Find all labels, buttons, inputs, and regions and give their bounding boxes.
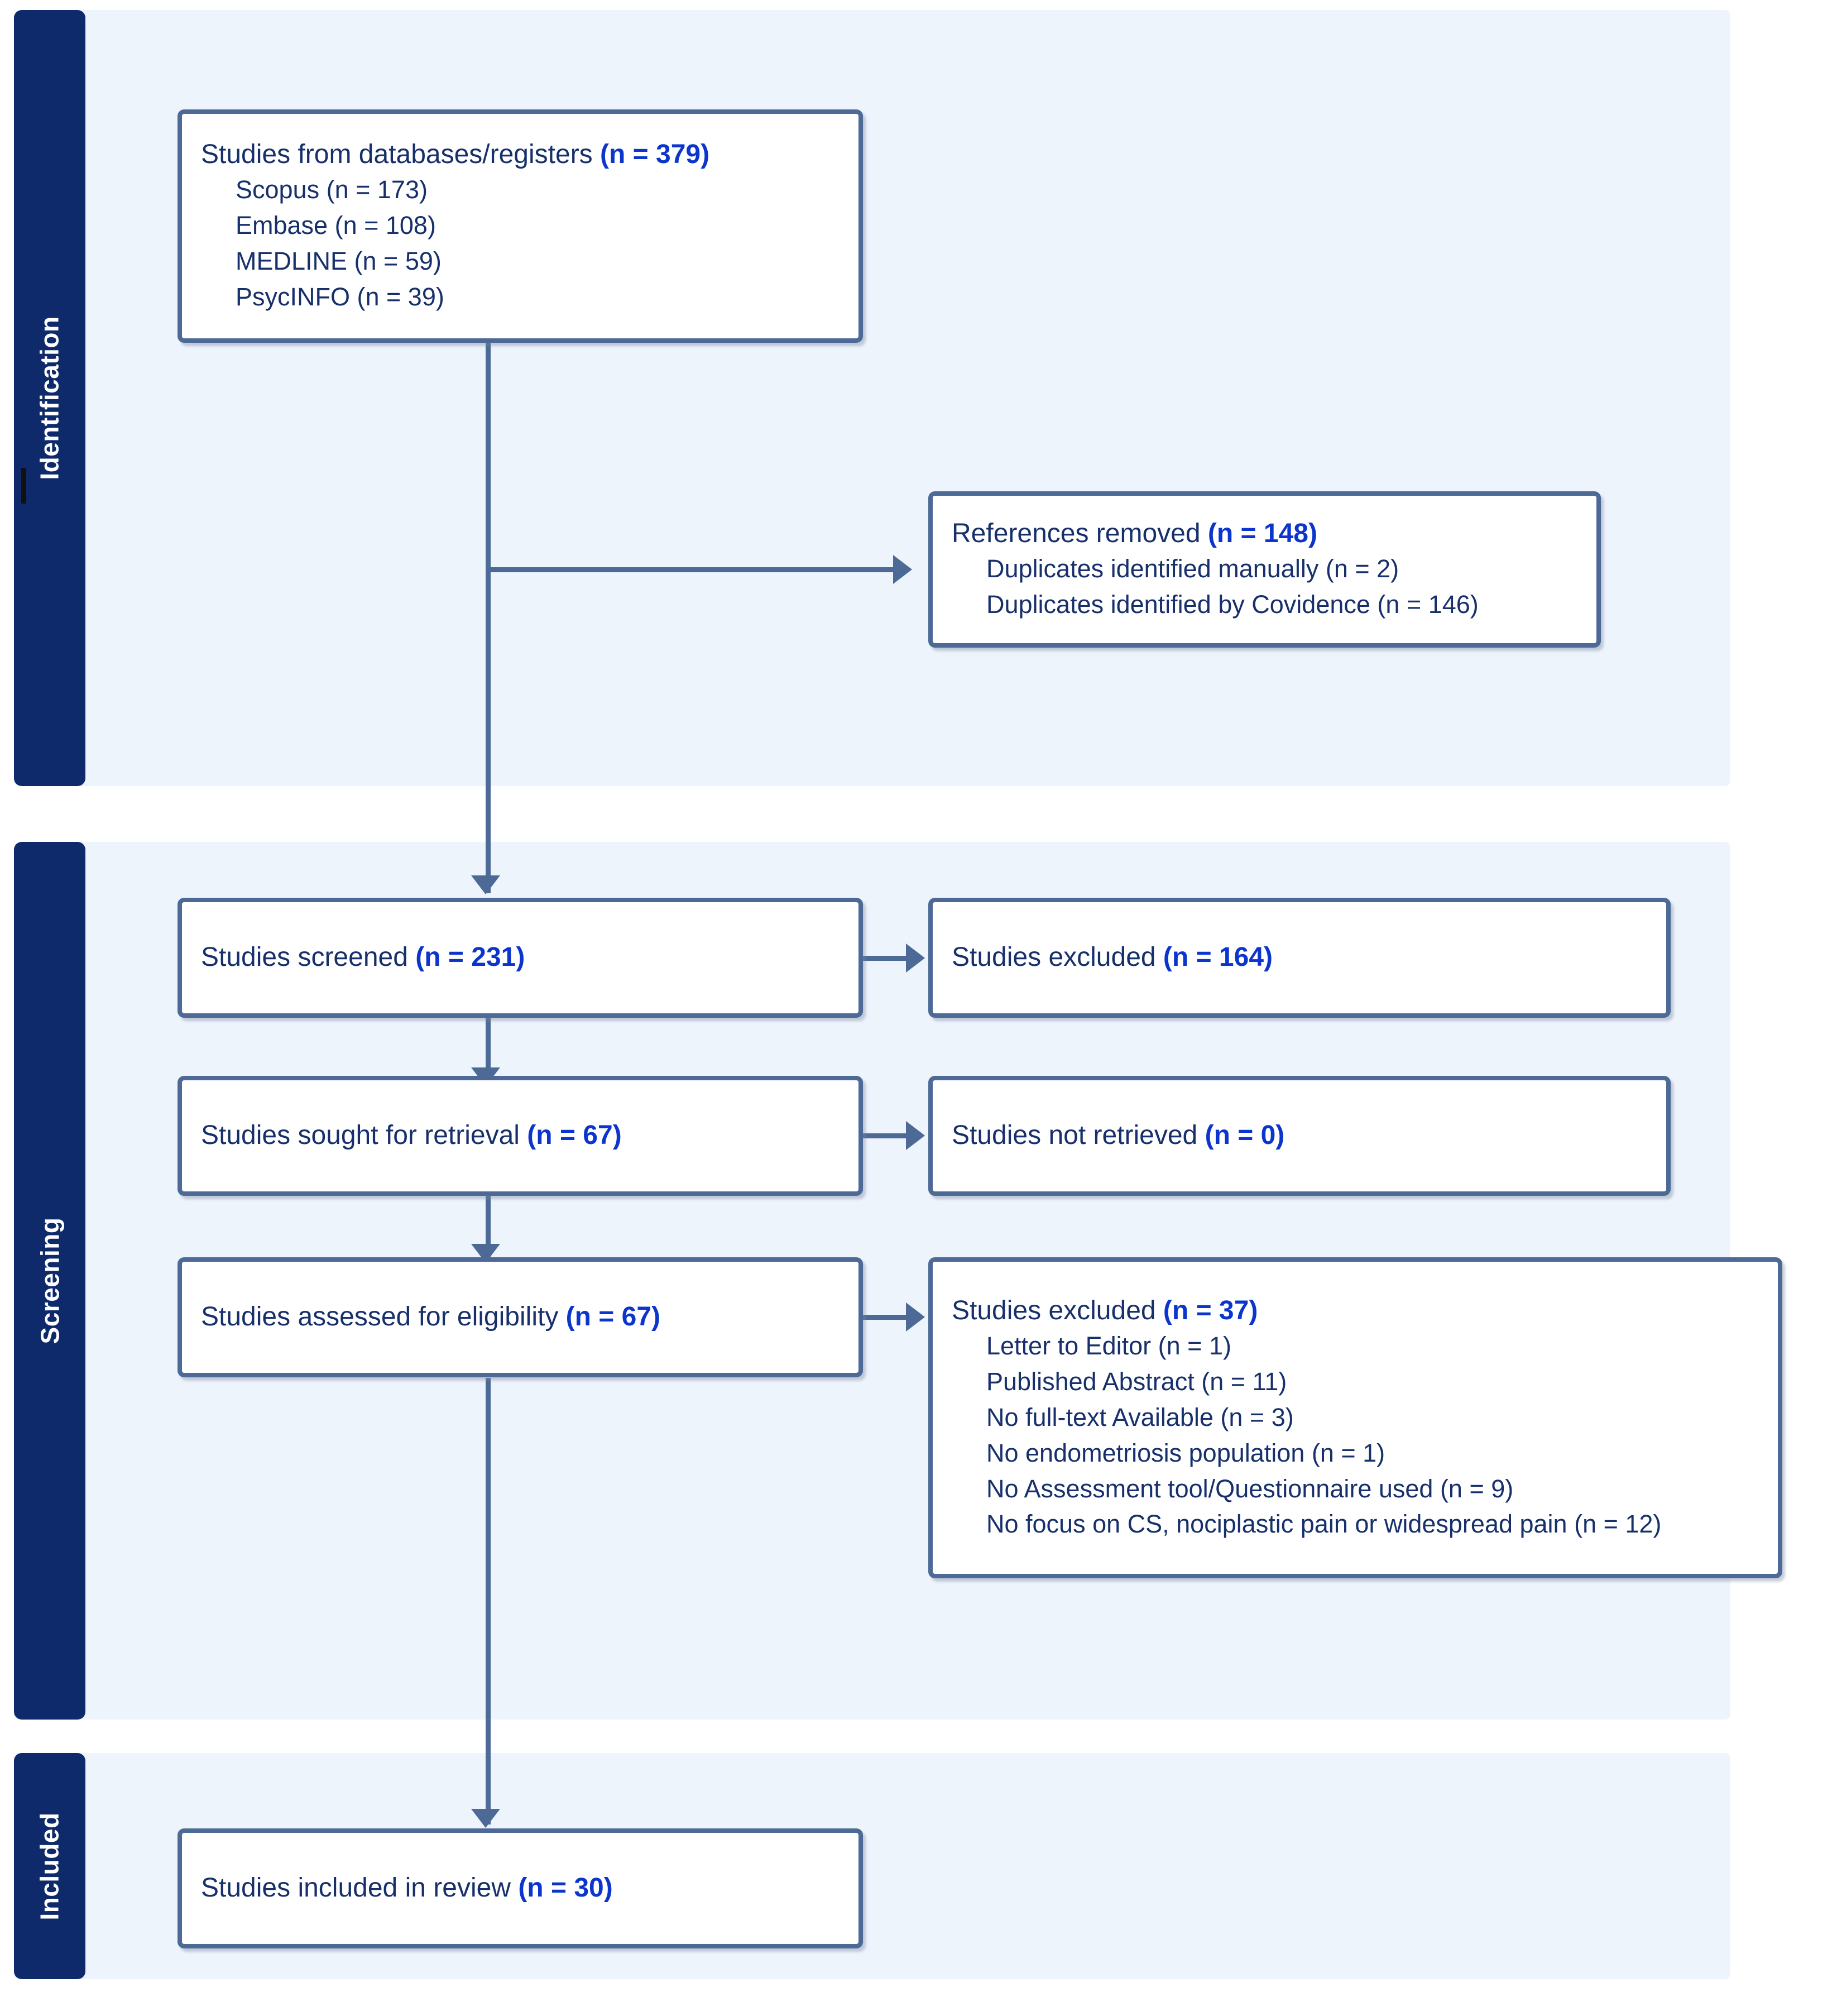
box-studies-sought-retrieval: Studies sought for retrieval (n = 67): [178, 1076, 863, 1196]
box-studies-excluded-screening: Studies excluded (n = 164): [928, 898, 1671, 1018]
box-studies-excluded-eligibility-item: No Assessment tool/Questionnaire used (n…: [986, 1474, 1514, 1503]
box-studies-excluded-eligibility-item: No full-text Available (n = 3): [986, 1402, 1294, 1431]
connector-sought-not-retrieved-horizontal: [862, 1133, 912, 1138]
box-studies-included-review-count: (n = 30): [518, 1873, 613, 1903]
box-references-removed-item: Duplicates identified manually (n = 2): [986, 554, 1399, 583]
connector-arrow-to-not-retrieved: [906, 1121, 925, 1150]
box-studies-not-retrieved-count: (n = 0): [1205, 1120, 1285, 1151]
box-studies-excluded-eligibility-item: Published Abstract (n = 11): [986, 1367, 1287, 1396]
connector-arrow-to-screened-excluded: [906, 944, 925, 973]
box-studies-excluded-eligibility-item: No endometriosis population (n = 1): [986, 1438, 1385, 1467]
stage-label-included: Included: [35, 1812, 64, 1921]
box-databases-item: Embase (n = 108): [236, 211, 436, 240]
box-studies-excluded-eligibility-count: (n = 37): [1163, 1295, 1258, 1325]
box-studies-sought-retrieval-count: (n = 67): [527, 1120, 622, 1151]
stage-label-identification: Identification: [35, 316, 65, 480]
connector-eligibility-excluded-horizontal: [862, 1315, 912, 1320]
stage-tab-screening: Screening: [14, 842, 85, 1720]
box-studies-excluded-eligibility-title: Studies excluded (n = 37): [952, 1295, 1258, 1325]
box-databases-count: (n = 379): [600, 140, 710, 170]
box-studies-not-retrieved-title: Studies not retrieved (n = 0): [952, 1120, 1285, 1151]
box-databases-title: Studies from databases/registers (n = 37…: [201, 140, 710, 170]
connector-arrow-to-screened: [471, 875, 500, 894]
box-references-removed-title: References removed (n = 148): [952, 518, 1317, 548]
box-studies-not-retrieved: Studies not retrieved (n = 0): [928, 1076, 1671, 1196]
box-studies-excluded-eligibility-item: Letter to Editor (n = 1): [986, 1332, 1231, 1361]
box-studies-assessed-eligibility-title: Studies assessed for eligibility (n = 67…: [201, 1302, 661, 1332]
box-databases-item: MEDLINE (n = 59): [236, 247, 442, 276]
box-studies-assessed-eligibility-count: (n = 67): [565, 1302, 661, 1332]
box-studies-included-review: Studies included in review (n = 30): [178, 1828, 863, 1948]
connector-databases-trunk: [486, 342, 491, 893]
connector-arrow-to-eligibility-excluded: [906, 1303, 925, 1332]
connector-sought-to-eligibility: [486, 1194, 491, 1267]
stage-tab-identification: Identification: [14, 10, 85, 786]
box-studies-included-review-title: Studies included in review (n = 30): [201, 1873, 613, 1903]
box-studies-sought-retrieval-title: Studies sought for retrieval (n = 67): [201, 1120, 622, 1151]
connector-eligibility-to-included: [486, 1378, 491, 1825]
connector-references-removed-horizontal: [486, 567, 899, 572]
box-studies-excluded-eligibility: Studies excluded (n = 37) Letter to Edit…: [928, 1257, 1782, 1578]
connector-arrow-to-included: [471, 1809, 500, 1828]
box-studies-screened-title: Studies screened (n = 231): [201, 942, 525, 973]
box-studies-excluded-eligibility-item: No focus on CS, nociplastic pain or wide…: [986, 1510, 1662, 1539]
box-databases-item: PsycINFO (n = 39): [236, 282, 444, 312]
box-studies-excluded-screening-title: Studies excluded (n = 164): [952, 942, 1273, 973]
connector-arrow-to-references-removed: [893, 555, 912, 584]
connector-screened-to-sought: [486, 1017, 491, 1090]
box-databases-item: Scopus (n = 173): [236, 175, 428, 204]
box-references-removed-count: (n = 148): [1207, 518, 1317, 548]
box-studies-assessed-eligibility: Studies assessed for eligibility (n = 67…: [178, 1257, 863, 1377]
box-references-removed: References removed (n = 148) Duplicates …: [928, 491, 1601, 648]
identification-tick-mark: [21, 468, 26, 504]
box-references-removed-item: Duplicates identified by Covidence (n = …: [986, 590, 1479, 619]
box-studies-screened-count: (n = 231): [415, 942, 525, 973]
stage-label-screening: Screening: [35, 1217, 65, 1344]
box-studies-screened: Studies screened (n = 231): [178, 898, 863, 1018]
box-databases-registers: Studies from databases/registers (n = 37…: [178, 109, 863, 343]
connector-screened-excluded-horizontal: [862, 956, 912, 961]
stage-tab-included: Included: [14, 1753, 85, 1979]
box-studies-excluded-screening-count: (n = 164): [1163, 942, 1273, 973]
